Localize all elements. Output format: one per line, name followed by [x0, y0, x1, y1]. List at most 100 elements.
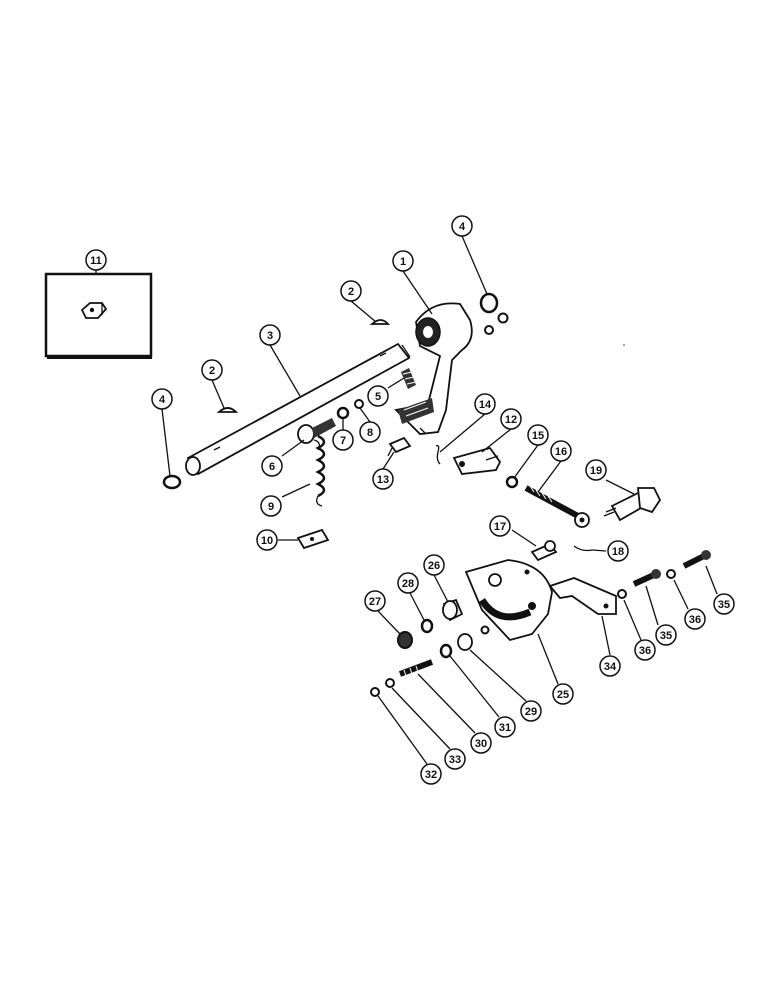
- callout-3: 3: [259, 324, 281, 346]
- callout-14: 14: [474, 393, 496, 415]
- speck: [623, 344, 625, 346]
- callout-29: 29: [520, 700, 542, 722]
- callout-5: 5: [367, 385, 389, 407]
- callout-label-14: 14: [479, 399, 492, 411]
- retaining-ring-left: [162, 474, 182, 490]
- key-left: [216, 407, 239, 413]
- callout-26: 26: [423, 554, 445, 576]
- callout-27: 27: [364, 590, 386, 612]
- callout-label-12: 12: [505, 414, 517, 426]
- nut-15-part: [505, 475, 519, 489]
- plate-10-part: [296, 528, 330, 550]
- callout-10: 10: [256, 529, 278, 551]
- nut-32-part: [370, 687, 380, 697]
- nut-7-part: [336, 406, 350, 420]
- callout-label-27: 27: [369, 596, 381, 608]
- callout-label-30: 30: [475, 738, 487, 750]
- screw-5-part: [401, 368, 417, 389]
- callout-label-4-lower: 4: [159, 394, 166, 406]
- spacer-26-part: [442, 598, 464, 622]
- callout-label-35-left: 35: [660, 630, 672, 642]
- callout-label-36-left: 36: [639, 645, 651, 657]
- callout-4-upper: 4: [451, 215, 473, 237]
- callout-28: 28: [397, 572, 419, 594]
- washer-8-part: [354, 399, 364, 409]
- washer-31-part: [439, 643, 453, 659]
- callout-34: 34: [599, 655, 621, 677]
- callout-13: 13: [372, 468, 394, 490]
- callout-label-26: 26: [428, 560, 440, 572]
- callout-7: 7: [332, 429, 354, 451]
- nut-27-part: [397, 631, 413, 649]
- callout-label-8: 8: [367, 427, 373, 439]
- callout-19: 19: [585, 459, 607, 481]
- callout-label-28: 28: [402, 578, 414, 590]
- callout-2-left: 2: [201, 359, 223, 381]
- callout-label-29: 29: [525, 706, 537, 718]
- pin-13-part: [387, 436, 412, 457]
- callout-label-18: 18: [612, 546, 624, 558]
- callout-35-left: 35: [655, 624, 677, 646]
- retaining-ring-right: [479, 292, 499, 314]
- callout-label-15: 15: [532, 430, 544, 442]
- spring-9-part: [313, 434, 326, 507]
- callout-label-36-right: 36: [689, 614, 701, 626]
- cross-shaft-part: [185, 342, 411, 476]
- callout-label-6: 6: [269, 461, 275, 473]
- pin-17-part: [530, 540, 558, 562]
- callout-2-right: 2: [340, 280, 362, 302]
- callout-label-9: 9: [268, 501, 274, 513]
- bracket-part-inset: [80, 302, 108, 319]
- callout-25: 25: [552, 683, 574, 705]
- bolt-35-left-part: [632, 569, 661, 587]
- callout-label-31: 31: [499, 722, 511, 734]
- clevis-12-part: [452, 446, 502, 475]
- nut-36-left-part: [617, 589, 627, 599]
- callout-33: 33: [444, 748, 466, 770]
- callout-label-5: 5: [375, 391, 381, 403]
- callout-label-33: 33: [449, 754, 461, 766]
- rod-16-part: [524, 485, 590, 528]
- nut-36-right-part: [666, 569, 676, 579]
- callout-11: 11: [85, 249, 107, 271]
- bolt-6-part: [297, 418, 336, 444]
- callout-label-13: 13: [377, 474, 389, 486]
- callout-1: 1: [392, 250, 414, 272]
- spacer-29-part: [457, 633, 473, 651]
- callout-17: 17: [489, 515, 511, 537]
- nut-upper-a: [484, 325, 494, 335]
- clutch-pedal-part: [394, 302, 473, 435]
- callout-label-32: 32: [425, 769, 437, 781]
- callout-32: 32: [420, 763, 442, 785]
- callout-label-17: 17: [494, 521, 506, 533]
- bolt-35-right-part: [682, 550, 711, 569]
- callout-18: 18: [607, 540, 629, 562]
- callout-35-right: 35: [713, 593, 735, 615]
- callout-label-7: 7: [340, 435, 346, 447]
- nut-bracket-part: [480, 625, 490, 635]
- callout-label-25: 25: [557, 689, 569, 701]
- leader-lines: [95, 235, 718, 765]
- nut-upper-b: [497, 312, 509, 324]
- callout-label-34: 34: [604, 661, 617, 673]
- callout-label-4-upper: 4: [459, 221, 466, 233]
- callout-36-left: 36: [634, 639, 656, 661]
- callout-9: 9: [260, 495, 282, 517]
- quadrant-bracket-25-part: [464, 559, 553, 642]
- inset-box: [44, 272, 153, 359]
- callout-label-19: 19: [590, 465, 602, 477]
- clip-18-part: [573, 545, 593, 552]
- callout-label-10: 10: [261, 535, 273, 547]
- stud-30-part: [398, 659, 434, 677]
- pivot-bolt-19-part: [603, 487, 662, 522]
- washer-33-part: [385, 678, 395, 688]
- callout-12: 12: [500, 408, 522, 430]
- cotter-pin-14-part: [435, 444, 441, 465]
- callout-4-lower: 4: [151, 388, 173, 410]
- callout-label-2-right: 2: [348, 286, 354, 298]
- key-right: [369, 319, 390, 325]
- callout-label-1: 1: [400, 256, 406, 268]
- callout-36-right: 36: [684, 608, 706, 630]
- mount-bracket-34-part: [548, 577, 617, 615]
